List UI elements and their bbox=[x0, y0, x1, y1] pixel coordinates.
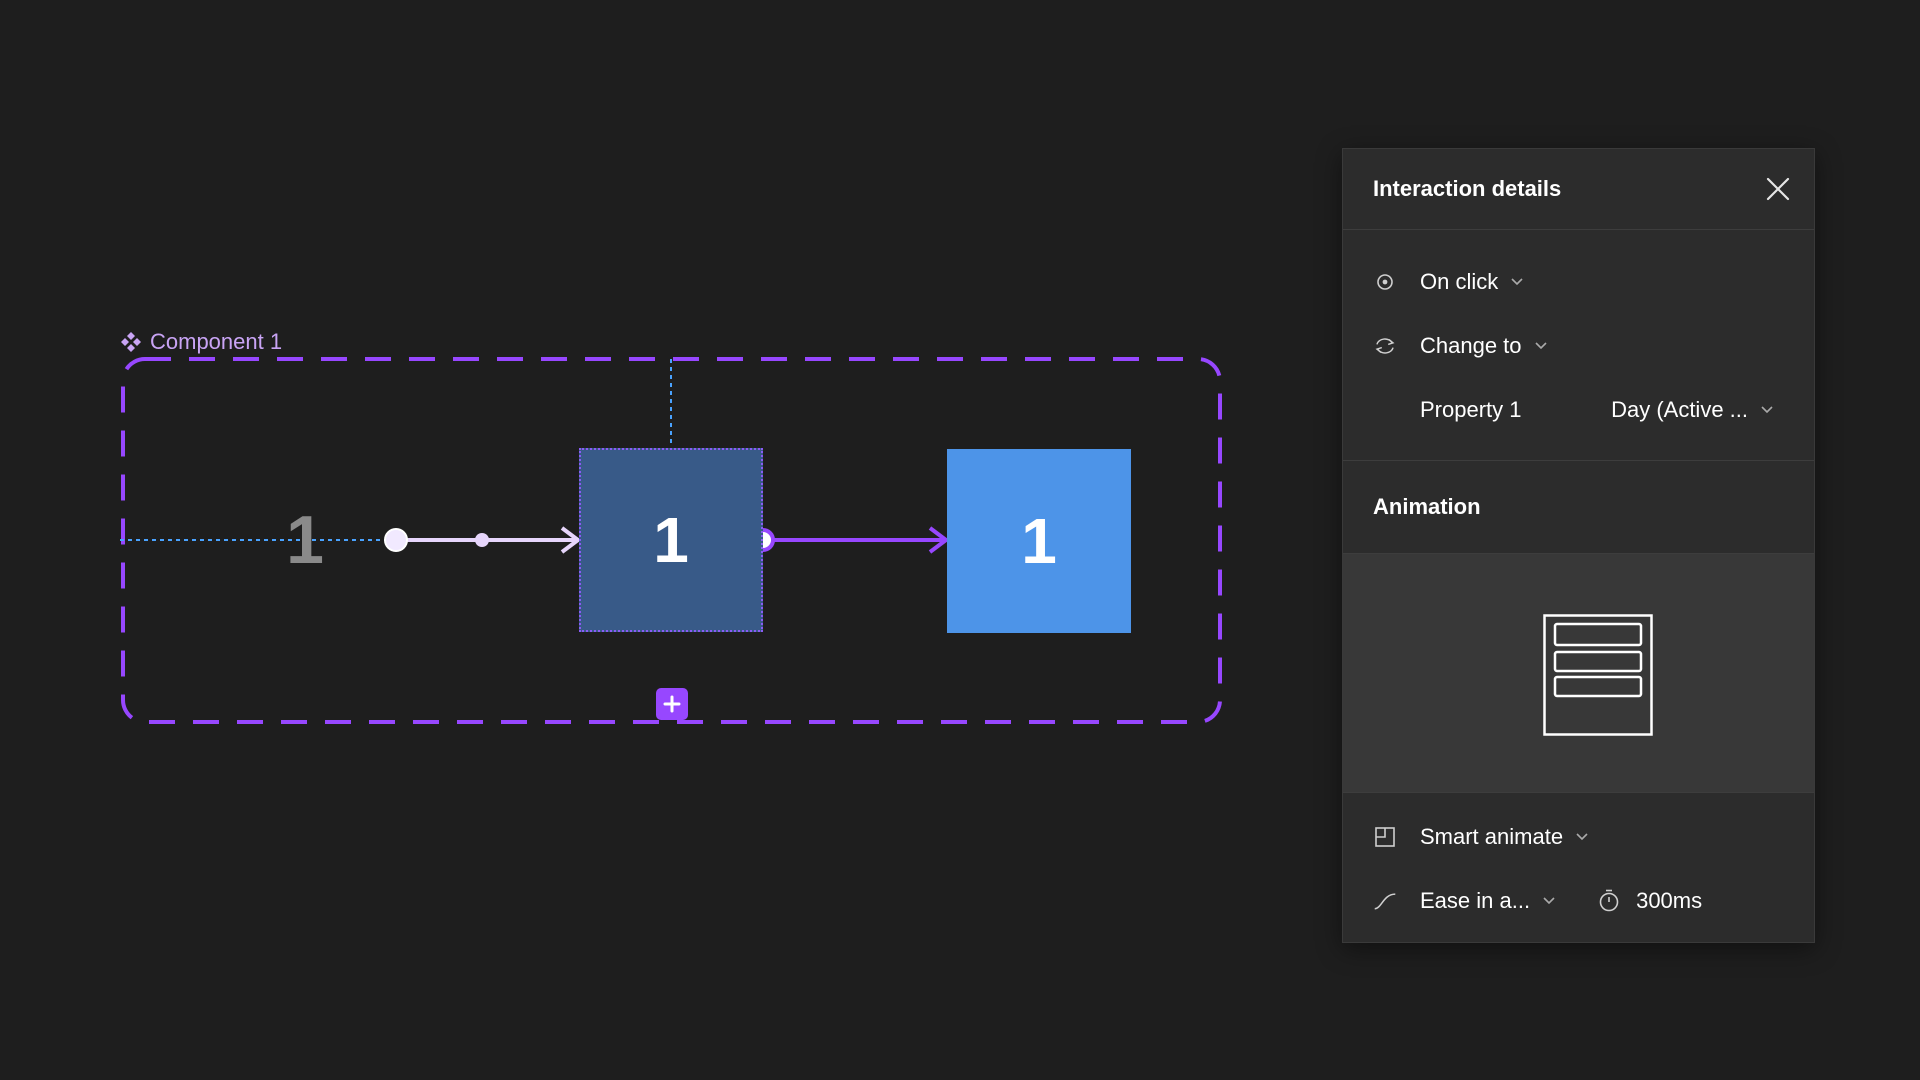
property-row: Property 1 Day (Active ... bbox=[1343, 378, 1814, 442]
connector-mid-handle[interactable] bbox=[475, 533, 489, 547]
ease-curve-icon bbox=[1373, 889, 1397, 913]
action-row: Change to bbox=[1343, 314, 1814, 378]
animation-title: Animation bbox=[1373, 494, 1481, 519]
target-icon bbox=[1373, 270, 1397, 294]
frame-number: 1 bbox=[653, 504, 689, 576]
connector-arrowhead-light bbox=[560, 526, 580, 554]
trigger-row: On click bbox=[1343, 250, 1814, 314]
duration-value: 300ms bbox=[1636, 888, 1703, 913]
easing-label: Ease in a... bbox=[1420, 888, 1531, 913]
prototype-connection-arrowhead bbox=[928, 526, 948, 554]
panel-title: Interaction details bbox=[1373, 176, 1562, 201]
swap-icon bbox=[1373, 334, 1397, 358]
layout-preview-icon bbox=[1543, 614, 1653, 736]
chevron-down-icon bbox=[1543, 897, 1555, 905]
interaction-section: On click Change to bbox=[1343, 230, 1814, 461]
animation-settings: Smart animate Ease in a... bbox=[1343, 793, 1814, 933]
easing-row: Ease in a... 300ms bbox=[1343, 869, 1814, 933]
close-icon bbox=[1766, 177, 1790, 201]
close-button[interactable] bbox=[1762, 173, 1794, 205]
property-value: Day (Active ... bbox=[1611, 397, 1748, 422]
plus-icon bbox=[663, 695, 681, 713]
chevron-down-icon bbox=[1511, 278, 1523, 286]
ghost-variant-number: 1 bbox=[286, 502, 324, 578]
animation-header: Animation bbox=[1343, 461, 1814, 554]
component-label[interactable]: Component 1 bbox=[120, 327, 282, 357]
easing-dropdown[interactable]: Ease in a... bbox=[1420, 888, 1556, 914]
action-label: Change to bbox=[1420, 333, 1522, 358]
chevron-down-icon bbox=[1761, 406, 1773, 414]
action-dropdown[interactable]: Change to bbox=[1420, 333, 1548, 359]
animation-preview bbox=[1343, 554, 1814, 793]
panel-header: Interaction details bbox=[1343, 149, 1814, 230]
property-value-dropdown[interactable]: Day (Active ... bbox=[1611, 397, 1774, 423]
chevron-down-icon bbox=[1576, 833, 1588, 841]
property-label: Property 1 bbox=[1420, 397, 1522, 422]
add-variant-button[interactable] bbox=[656, 688, 688, 720]
animation-type-label: Smart animate bbox=[1420, 824, 1564, 849]
animation-type-row: Smart animate bbox=[1343, 805, 1814, 869]
interaction-details-panel: Interaction details On click bbox=[1342, 148, 1815, 943]
smart-animate-icon bbox=[1373, 825, 1397, 849]
variant-frame-destination[interactable]: 1 bbox=[947, 449, 1131, 633]
frame-number: 1 bbox=[1021, 505, 1057, 577]
component-name: Component 1 bbox=[150, 329, 283, 354]
variant-frame-selected[interactable]: 1 bbox=[579, 448, 763, 632]
animation-type-dropdown[interactable]: Smart animate bbox=[1420, 824, 1589, 850]
duration-field[interactable]: 300ms bbox=[1598, 888, 1702, 914]
trigger-dropdown[interactable]: On click bbox=[1420, 269, 1524, 295]
component-icon bbox=[121, 332, 141, 352]
connector-start-handle[interactable] bbox=[384, 528, 408, 552]
trigger-label: On click bbox=[1420, 269, 1499, 294]
chevron-down-icon bbox=[1534, 342, 1547, 350]
stopwatch-icon bbox=[1599, 889, 1619, 912]
